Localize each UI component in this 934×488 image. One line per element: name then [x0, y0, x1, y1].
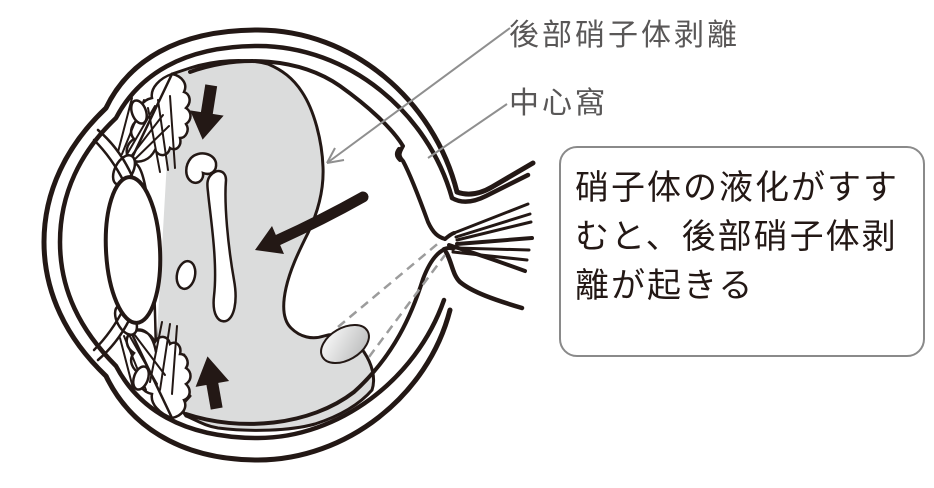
- retina-line-top: [188, 59, 447, 241]
- label-posterior-vitreous-detachment: 後部硝子体剥離: [509, 19, 740, 52]
- weiss-ring: [320, 324, 370, 364]
- projection-line-lower: [367, 254, 447, 358]
- arrow-up: [195, 356, 230, 410]
- retina-line-bottom: [184, 247, 447, 426]
- ciliary-body-top: [92, 72, 192, 353]
- leader-line-pvd: [326, 27, 511, 164]
- leader-line-fovea: [427, 103, 508, 159]
- callout-text: 硝子体の液化がすす むと、後部硝子体剥 離が起きる: [575, 170, 899, 305]
- projection-line-upper: [337, 240, 442, 328]
- fovea-pit: [394, 147, 402, 162]
- callout-box: 硝子体の液化がすす むと、後部硝子体剥 離が起きる: [559, 146, 925, 357]
- ciliary-body-bottom: [92, 304, 192, 420]
- optic-nerve: [442, 160, 536, 311]
- lens: [103, 175, 163, 325]
- arrow-down: [190, 84, 224, 140]
- label-fovea: 中心窩: [509, 87, 608, 120]
- arrow-inward-curved: [255, 191, 369, 254]
- choroid-line: [57, 43, 455, 441]
- vitreous-lacunae: [175, 152, 237, 323]
